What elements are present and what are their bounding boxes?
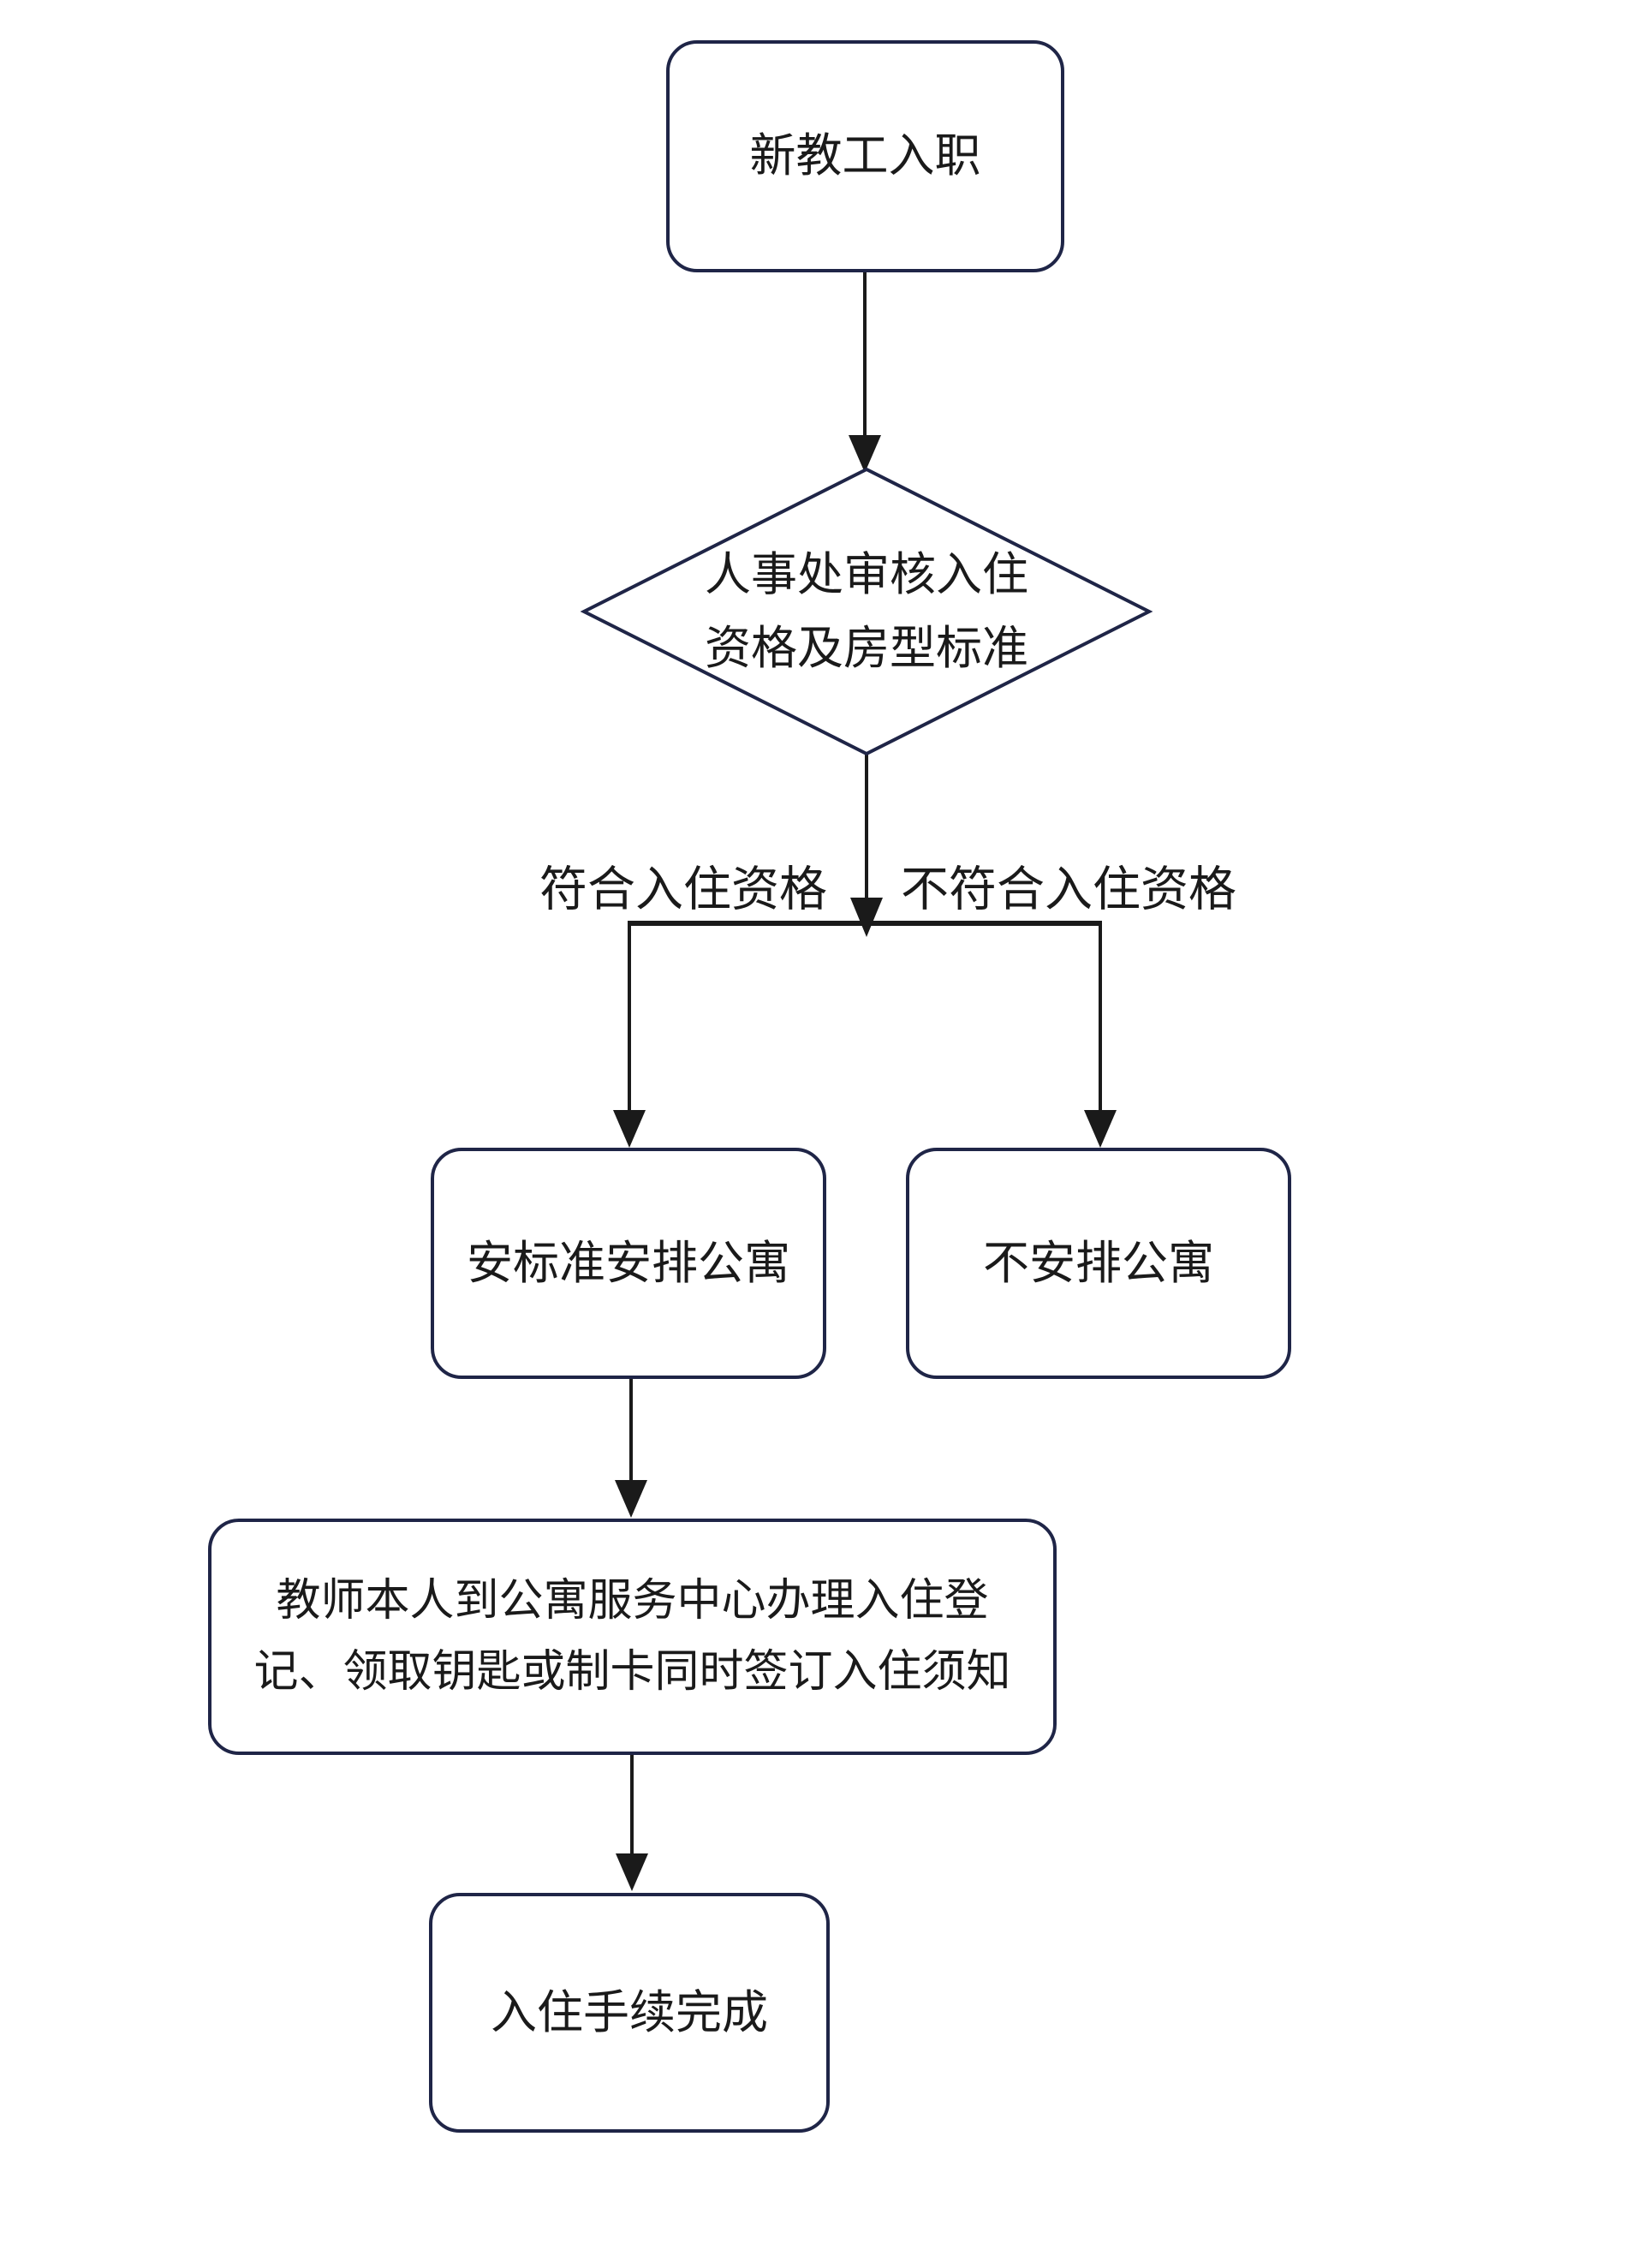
edge-start-to-decision <box>849 272 881 473</box>
node-register-label-line1: 教师本人到公寓服务中心办理入住登 <box>276 1575 989 1626</box>
arrowhead-down-icon <box>849 435 881 473</box>
edge-junction-to-noarrange <box>1084 923 1117 1148</box>
node-start-label: 新教工入职 <box>749 130 981 182</box>
node-arrange-apartment-label: 安标准安排公寓 <box>467 1237 790 1289</box>
arrowhead-down-icon <box>1084 1110 1117 1148</box>
node-no-apartment-label: 不安排公寓 <box>983 1237 1214 1289</box>
node-decision-label-line2: 资格及房型标准 <box>705 623 1028 674</box>
node-register: 教师本人到公寓服务中心办理入住登 记、领取钥匙或制卡同时签订入住须知 <box>208 1519 1057 1755</box>
edge-register-to-complete <box>616 1755 648 1891</box>
arrowhead-down-icon <box>850 898 883 937</box>
node-register-label-line2: 记、领取钥匙或制卡同时签订入住须知 <box>253 1647 1011 1697</box>
node-complete-label: 入住手续完成 <box>491 1986 768 2038</box>
node-start: 新教工入职 <box>666 40 1064 272</box>
edge-arrange-to-register <box>615 1379 647 1518</box>
arrowhead-down-icon <box>613 1110 646 1148</box>
edge-label-not-qualified: 不符合入住资格 <box>901 862 1236 916</box>
decision-diamond-shape <box>580 467 1153 756</box>
arrowhead-down-icon <box>615 1480 647 1518</box>
arrowhead-down-icon <box>616 1853 648 1891</box>
node-arrange-apartment: 安标准安排公寓 <box>431 1148 826 1379</box>
node-no-apartment: 不安排公寓 <box>906 1148 1291 1379</box>
node-decision-label-line1: 人事处审核入住 <box>705 548 1028 600</box>
edge-junction-to-arrange <box>613 923 646 1148</box>
edge-decision-to-junction <box>850 754 883 937</box>
node-decision: 人事处审核入住 资格及房型标准 <box>652 469 1081 754</box>
node-complete: 入住手续完成 <box>429 1893 830 2133</box>
edge-label-qualified: 符合入住资格 <box>539 862 827 916</box>
